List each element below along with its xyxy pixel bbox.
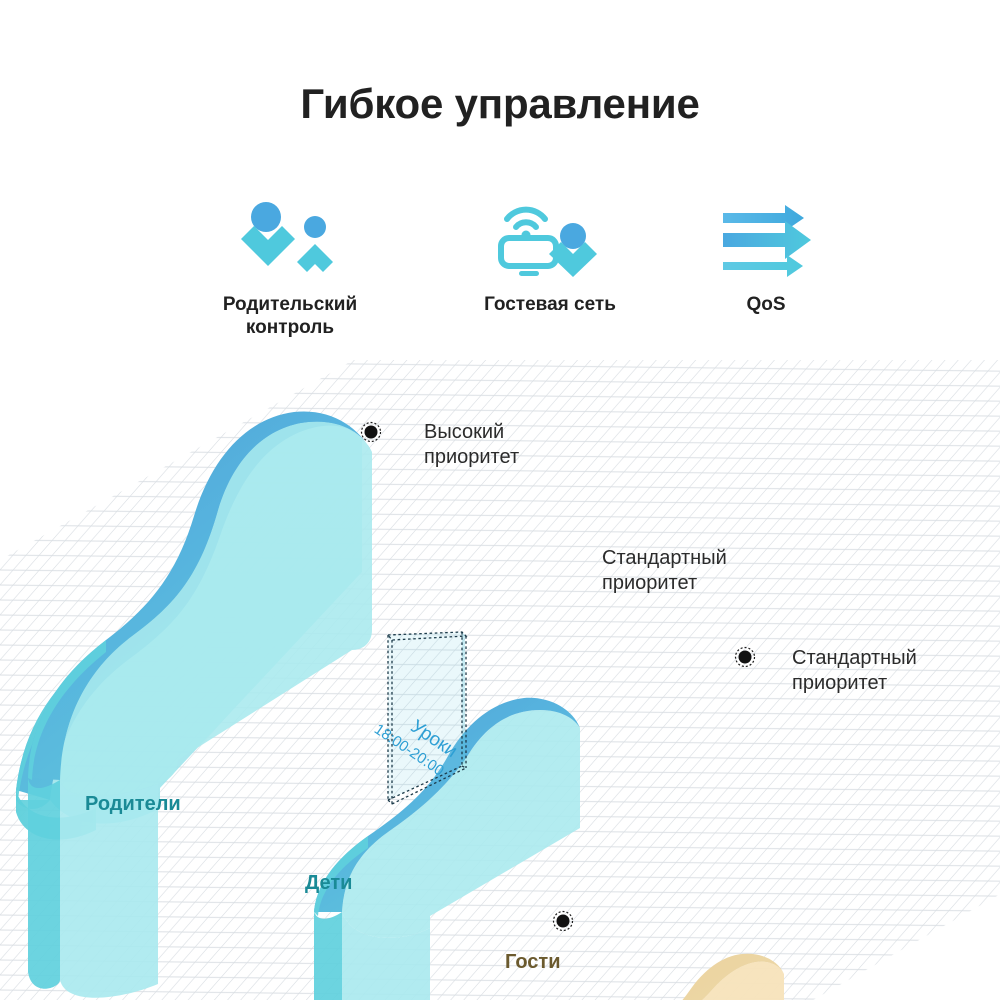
diagram-svg: Уроки 18:00-20:00 xyxy=(0,360,1000,1000)
guest-network-icon xyxy=(450,195,650,285)
page-title: Гибкое управление xyxy=(300,80,700,127)
feature-label: QoS xyxy=(746,294,786,315)
wave-guests xyxy=(682,953,784,1000)
group-label-children: Дети xyxy=(305,872,353,894)
wave-parents-endwall xyxy=(28,778,158,998)
priority-diagram: Уроки 18:00-20:00 xyxy=(0,360,1000,1000)
feature-parental-control: Родительский контроль xyxy=(190,195,390,340)
group-label-guests: Гости xyxy=(505,951,561,973)
qos-arrows-icon xyxy=(666,195,866,285)
parental-control-icon xyxy=(190,195,390,285)
feature-row: Родительский контроль Гостевая сеть xyxy=(150,195,850,355)
priority-dot-high xyxy=(360,421,382,443)
feature-label: Родительский контроль xyxy=(222,294,358,339)
feature-label: Гостевая сеть xyxy=(484,294,616,315)
feature-guest-network: Гостевая сеть xyxy=(450,195,650,316)
callout-standard-priority-guests: Стандартный приоритет xyxy=(792,647,917,694)
priority-dot-standard-guests xyxy=(734,646,756,668)
callout-high-priority: Высокий приоритет xyxy=(424,421,520,468)
callout-standard-priority-children: Стандартный приоритет xyxy=(602,547,727,594)
wave-children xyxy=(314,697,580,1000)
group-label-parents: Родители xyxy=(85,793,181,815)
schedule-block: Уроки 18:00-20:00 xyxy=(371,631,468,805)
feature-qos: QoS xyxy=(666,195,866,316)
isometric-floor-grid xyxy=(0,360,1000,1000)
wave-parents-body xyxy=(28,411,372,797)
priority-dot-standard-children xyxy=(552,910,574,932)
